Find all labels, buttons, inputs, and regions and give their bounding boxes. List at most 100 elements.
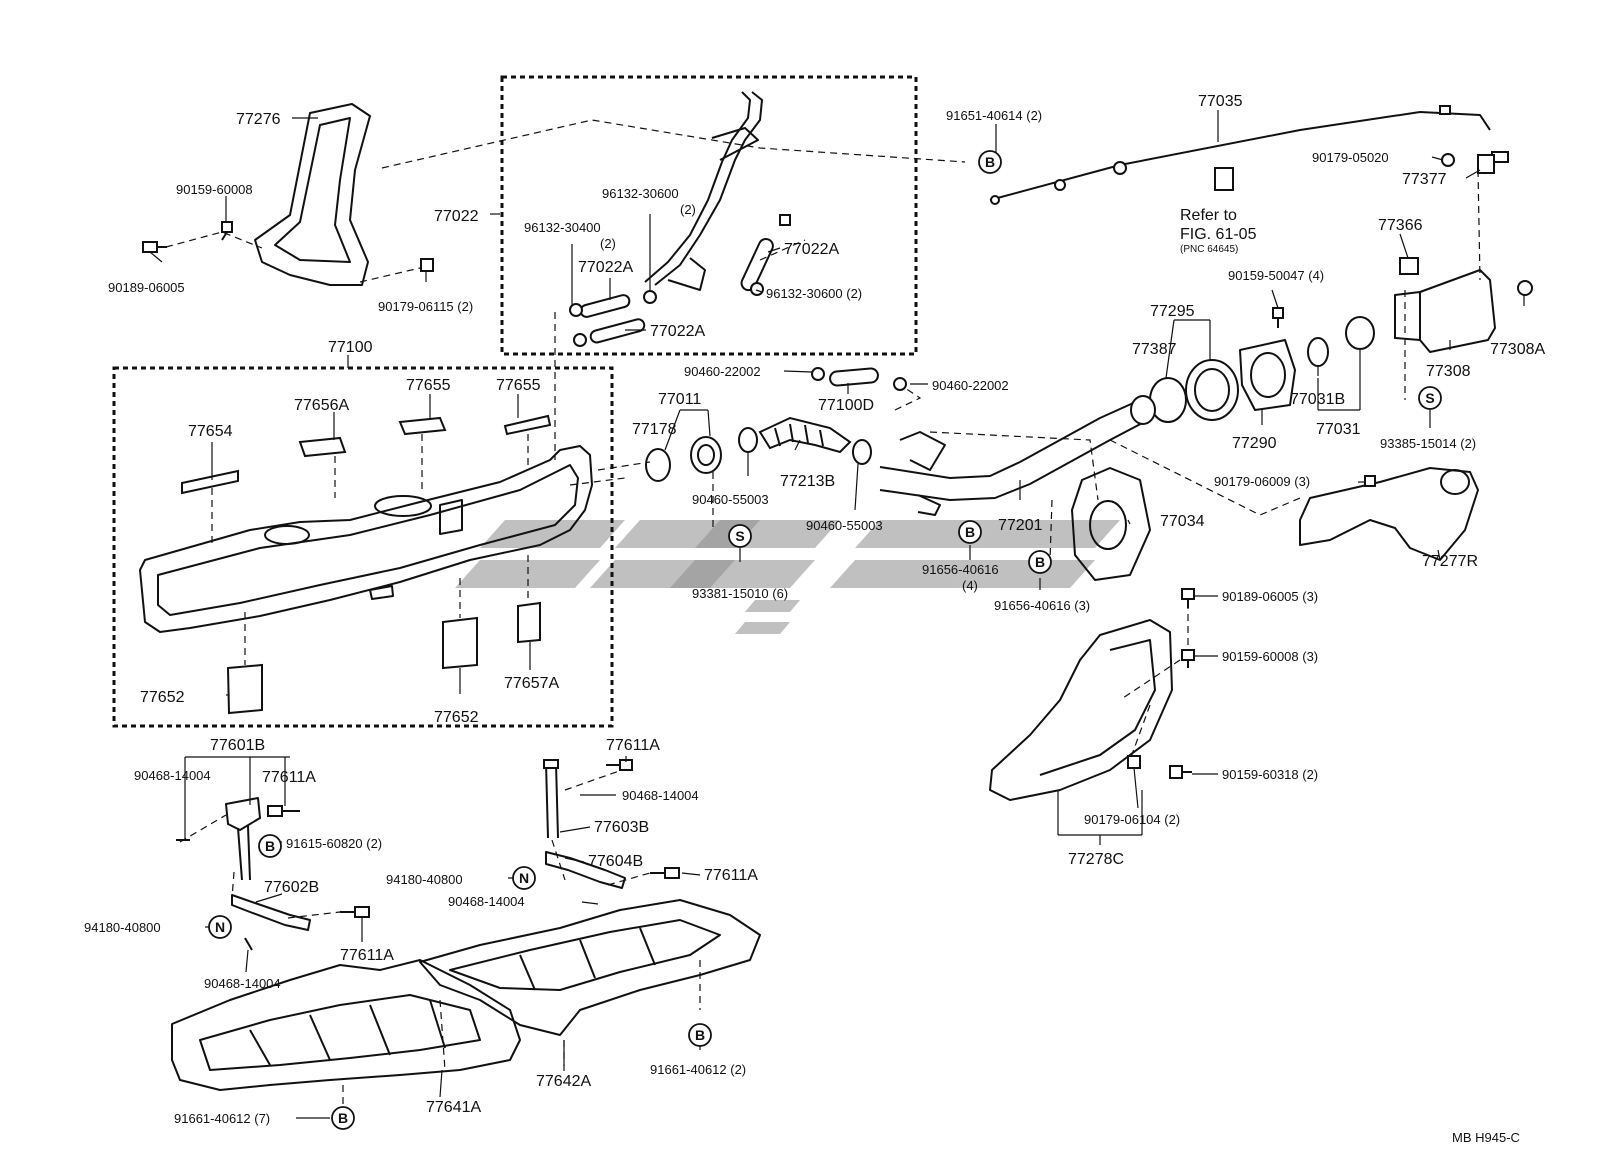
label-77603B: 77603B [594,819,649,836]
label-91661-40612-a: 91661-40612 (2) [650,1062,746,1077]
label-77276: 77276 [236,111,281,128]
label-77022A-3: 77022A [784,241,839,258]
svg-text:B: B [985,154,995,170]
label-90179-05020: 90179-05020 [1312,150,1389,165]
label-90159-60008-b: 90159-60008 (3) [1222,649,1318,664]
bolt-symbol-91656-b-icon: B [1028,550,1052,574]
bolt-77611A-d-icon [650,867,680,879]
nut-90179-06104-icon [1127,755,1141,769]
nut-symbol-94180-a-icon: N [208,915,232,939]
label-77308A: 77308A [1490,341,1545,358]
bolt-90159-60008-b-icon [1181,649,1195,668]
label-90460-55003-b: 90460-55003 [806,518,883,533]
pad-77654-icon [181,469,239,495]
clamp-90460-22002-b-icon [893,377,907,391]
protector-77278C-icon [989,619,1173,801]
label-77022: 77022 [434,208,479,225]
label-77022A-1: 77022A [578,259,633,276]
label-90159-60318: 90159-60318 (2) [1222,767,1318,782]
filler-pipe-77201-icon [879,395,1156,516]
bolt-symbol-91661-a-icon: B [688,1023,712,1047]
svg-text:B: B [265,838,275,854]
label-90179-06009: 90179-06009 (3) [1214,474,1310,489]
label-90468-14004-c: 90468-14004 [622,788,699,803]
label-77387: 77387 [1132,341,1177,358]
label-77031B: 77031B [1290,391,1345,408]
hose-77022A-3-icon [740,237,774,292]
label-77611A-d: 77611A [704,867,758,884]
gasket-77031B-icon [1307,337,1329,367]
label-91656-40616-a: 91656-40616 [922,562,999,577]
label-94180-40800-a: 94180-40800 [84,920,161,935]
label-77641A: 77641A [426,1099,481,1116]
label-77100: 77100 [328,339,373,356]
cable-77035-icon [989,105,1509,205]
alignment-lines [165,119,1481,1110]
under-cover-77641A-icon [171,959,521,1091]
fuel-lid-77308-icon [1394,269,1496,353]
ring-77295-icon [1185,359,1239,421]
label-77022A-2: 77022A [650,323,705,340]
label-91656-40616-a-qty: (4) [962,578,978,593]
label-77655-b: 77655 [496,377,541,394]
clip-90179-05020-icon [1441,153,1455,167]
label-77100D: 77100D [818,397,874,414]
bolt-77611A-b-icon [340,906,370,918]
label-90179-06115: 90179-06115 (2) [378,299,473,314]
label-90460-22002-a: 90460-22002 [684,364,761,379]
screw-symbol-93385-icon: S [1418,386,1442,410]
watermark-logo-icon [455,520,1120,634]
svg-text:B: B [695,1027,705,1043]
svg-text:S: S [735,528,744,544]
protector-77277R-icon [1299,467,1479,561]
label-77602B: 77602B [264,879,319,896]
svg-text:N: N [519,870,529,886]
pad-77657A-icon [517,601,541,644]
label-90468-14004-d: 90468-14004 [448,894,525,909]
refer-note-line3: (PNC 64645) [1180,244,1238,255]
pad-77652-b-icon [442,616,478,670]
label-77277R: 77277R [1422,553,1478,570]
label-90189-06005-b: 90189-06005 (3) [1222,589,1318,604]
label-77601B: 77601B [210,737,265,754]
bolt-90159-50047-icon [1272,307,1284,328]
gasket-77178-icon [645,448,671,482]
bracket-77377-icon [1477,154,1495,174]
label-77011: 77011 [658,391,701,408]
label-77657A: 77657A [504,675,559,692]
label-94180-40800-b: 94180-40800 [386,872,463,887]
bolt-symbol-91615-icon: B [258,834,282,858]
label-77652-a: 77652 [140,689,185,706]
label-96132-30600-a: 96132-30600 [602,186,679,201]
fuel-tank-77100-icon [139,445,593,633]
label-77031: 77031 [1316,421,1361,438]
label-91651-40614: 91651-40614 (2) [946,108,1042,123]
label-77035: 77035 [1198,93,1243,110]
label-77308: 77308 [1426,363,1471,380]
fuel-tank-assembly-box [112,366,614,728]
figure-code: MB H945-C [1452,1130,1520,1145]
label-91656-40616-b: 91656-40616 (3) [994,598,1090,613]
svg-text:B: B [1035,554,1045,570]
label-96132-30600-b: 96132-30600 (2) [766,286,862,301]
label-90179-06104: 90179-06104 (2) [1084,812,1180,827]
label-77366: 77366 [1378,217,1423,234]
pad-77652-a-icon [226,663,263,715]
label-93381-15010: 93381-15010 (6) [692,586,788,601]
clip-icon [1214,167,1234,191]
svg-text:S: S [1425,390,1434,406]
nut-symbol-94180-b-icon: N [512,866,536,890]
label-90159-50047: 90159-50047 (4) [1228,268,1324,283]
bolt-77611A-c-icon [606,759,633,771]
nut-90179-08115-icon [420,258,434,272]
clip-96132-30400-icon [569,303,587,347]
filler-pipe-77022-icon [644,91,763,291]
bolt-90159-60318-icon [1169,765,1192,779]
bolt-symbol-91656-a-icon: B [958,520,982,544]
label-77652-b: 77652 [434,709,479,726]
label-90189-06005: 90189-06005 [108,280,185,295]
label-77295: 77295 [1150,303,1195,320]
label-90468-14004-b: 90468-14004 [204,976,281,991]
label-90468-14004-a: 90468-14004 [134,768,211,783]
